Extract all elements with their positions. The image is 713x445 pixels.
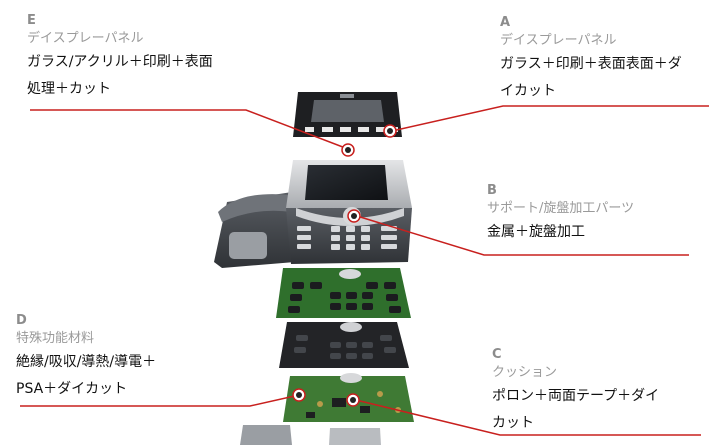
callout-c: C クッション ポロン＋両面テープ＋ダイ カット xyxy=(492,347,702,436)
callout-description-line: カット xyxy=(492,415,534,431)
keypad-membrane-layer xyxy=(279,322,409,368)
marker-e xyxy=(341,143,355,157)
display-bezel-panel xyxy=(293,92,402,137)
callout-letter: C xyxy=(492,347,502,362)
callout-category: クッション xyxy=(492,365,558,380)
callout-a: A デイスプレーパネル ガラス＋印刷＋表面表面＋ダ イカット xyxy=(500,15,710,104)
callout-description-line: 絶縁/吸収/導熱/導電＋ xyxy=(16,354,157,370)
bottom-housing-base xyxy=(240,425,381,445)
callout-description-line: イカット xyxy=(500,83,556,99)
callout-description-line: ガラス＋印刷＋表面表面＋ダ xyxy=(500,56,682,72)
callout-letter: D xyxy=(16,313,27,328)
callout-category: 特殊功能材料 xyxy=(16,331,95,346)
callout-letter: E xyxy=(27,13,36,28)
marker-b xyxy=(347,209,361,223)
keypad-pcb-layer-1 xyxy=(276,268,411,318)
callout-description-line: 金属＋旋盤加工 xyxy=(487,224,585,240)
callout-category: デイスプレーパネル xyxy=(500,33,617,48)
callout-description-line: ポロン＋両面テープ＋ダイ xyxy=(492,388,660,404)
callout-b: B サポート/旋盤加工パーツ 金属＋旋盤加工 xyxy=(487,183,697,245)
target-markers xyxy=(292,124,397,407)
callout-letter: B xyxy=(487,183,497,198)
leader-line-c xyxy=(355,399,701,436)
callout-description-line: 処理＋カット xyxy=(27,81,111,97)
leader-line-a xyxy=(391,105,709,132)
callout-e: E デイスプレーパネル ガラス/アクリル＋印刷＋表面 処理＋カット xyxy=(27,13,267,102)
callout-category: サポート/旋盤加工パーツ xyxy=(487,201,635,216)
leader-lines xyxy=(20,105,709,436)
desk-phone-body xyxy=(214,160,412,268)
callout-letter: A xyxy=(500,15,511,30)
leader-line-e xyxy=(30,109,349,150)
callout-description-line: PSA＋ダイカット xyxy=(16,381,128,397)
leader-line-d xyxy=(20,394,300,407)
callout-category: デイスプレーパネル xyxy=(27,31,144,46)
marker-a xyxy=(383,124,397,138)
callout-description-line: ガラス/アクリル＋印刷＋表面 xyxy=(27,54,213,70)
marker-d xyxy=(292,388,306,402)
callout-d: D 特殊功能材料 絶縁/吸収/導熱/導電＋ PSA＋ダイカット xyxy=(16,313,216,402)
marker-c xyxy=(346,393,360,407)
leader-line-b xyxy=(356,215,689,256)
